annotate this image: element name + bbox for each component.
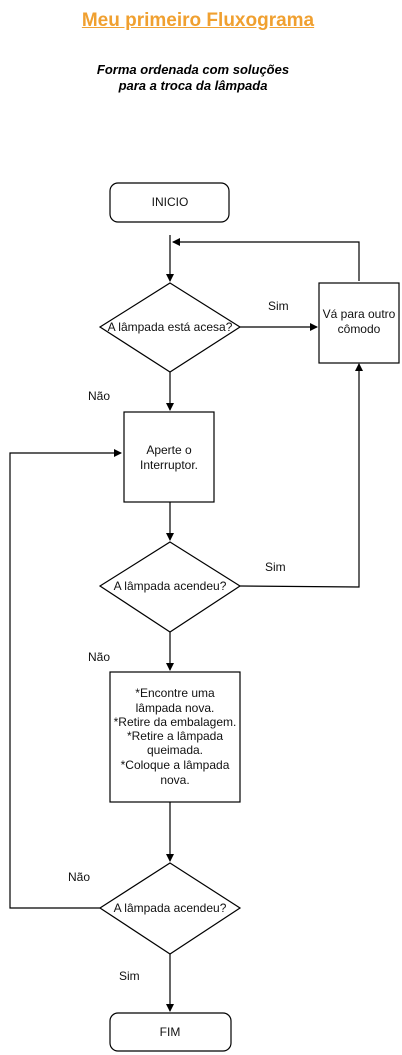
decision1-node <box>98 282 242 373</box>
steps-label-4: *Retire a lâmpada <box>127 729 223 743</box>
decision3-node <box>98 862 242 955</box>
decision3-label: A lâmpada acendeu? <box>114 901 227 915</box>
subtitle-line-2: para a troca da lâmpada <box>118 78 268 93</box>
decision1-label: A lâmpada está acesa? <box>108 320 233 334</box>
end-label: FIM <box>160 1025 181 1039</box>
decision2-label: A lâmpada acendeu? <box>114 579 227 593</box>
end-node <box>109 1012 232 1052</box>
steps-label-3: *Retire da embalagem. <box>114 715 237 729</box>
decision3-no-label: Não <box>68 870 90 884</box>
steps-label-2: lâmpada nova. <box>136 701 215 715</box>
switch-label-2: Interruptor. <box>140 458 198 472</box>
steps-node <box>109 671 241 803</box>
decision1-yes-label: Sim <box>268 299 289 313</box>
edges-group <box>9 235 363 1012</box>
decision2-no-label: Não <box>88 650 110 664</box>
decision2-node <box>98 541 242 633</box>
switch-node <box>123 411 215 503</box>
steps-label-1: *Encontre uma <box>135 686 215 700</box>
decision2-yes-label: Sim <box>265 560 286 574</box>
edge-decision3-no <box>9 449 122 909</box>
diagram-subtitle: Forma ordenada com soluções para a troca… <box>0 62 386 94</box>
steps-label-6: *Coloque a lâmpada <box>121 758 230 772</box>
start-node <box>109 182 230 223</box>
other-room-label-1: Vá para outro <box>323 307 396 321</box>
decision3-yes-label: Sim <box>119 969 140 983</box>
steps-label-7: nova. <box>160 773 189 787</box>
diagram-title: Meu primeiro Fluxograma <box>81 10 315 31</box>
start-label: INICIO <box>152 195 189 209</box>
other-room-label-2: cômodo <box>338 322 381 336</box>
edge-other-room-back <box>172 238 360 281</box>
decision1-no-label: Não <box>88 389 110 403</box>
edge-decision2-yes <box>239 363 363 588</box>
other-room-node <box>318 282 400 364</box>
switch-label-1: Aperte o <box>146 443 192 457</box>
steps-label-5: queimada. <box>147 743 203 757</box>
subtitle-line-1: Forma ordenada com soluções <box>96 62 290 77</box>
